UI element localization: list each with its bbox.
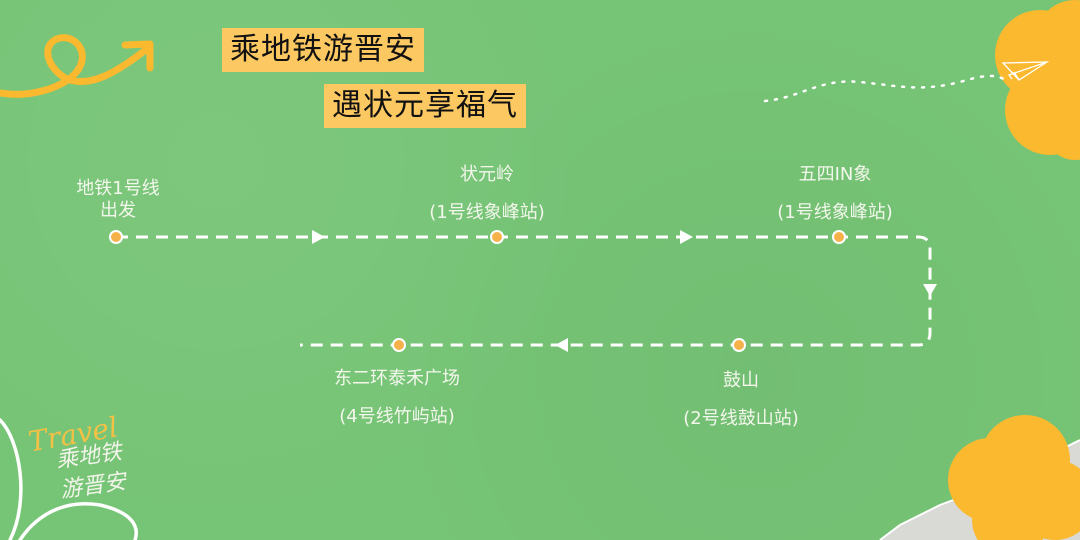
- station-dot-gushan: [732, 338, 746, 352]
- title-line-2: 遇状元享福气: [324, 84, 526, 128]
- stop-wusi-inxiang: 五四IN象 (1号线象峰站): [777, 160, 893, 224]
- stop-station: (2号线鼓山站): [683, 408, 799, 429]
- stop-station: (4号线竹屿站): [339, 406, 455, 427]
- route-line: [116, 235, 932, 347]
- start-line-name: 地铁1号线: [76, 178, 160, 199]
- orange-blob-bottom-icon: [948, 415, 1080, 540]
- stop-dongerhuan: 东二环泰禾广场 (4号线竹屿站): [334, 364, 460, 428]
- stop-name: 鼓山: [723, 370, 759, 391]
- looped-arrow-icon: [0, 34, 154, 98]
- station-dot-wusi: [832, 230, 846, 244]
- start-depart: 出发: [99, 200, 136, 221]
- stop-zhuangyuanling: 状元岭 (1号线象峰站): [429, 160, 545, 224]
- arrow-down-icon: [923, 284, 937, 296]
- dotted-flight-path: [763, 74, 1007, 103]
- stop-name: 状元岭: [460, 164, 514, 185]
- orange-blob-top-icon: [995, 0, 1080, 160]
- start-label: 地铁1号线 出发: [76, 178, 159, 222]
- paper-plane-icon: [1001, 61, 1050, 81]
- station-dot-dongerhuan: [392, 338, 406, 352]
- stop-station: (1号线象峰站): [429, 202, 545, 223]
- title-line-1: 乘地铁游晋安: [222, 28, 424, 72]
- stop-station: (1号线象峰站): [777, 202, 893, 223]
- stop-gushan: 鼓山 (2号线鼓山站): [683, 366, 799, 430]
- white-swoosh-icon: [0, 418, 138, 540]
- arrow-right-icon: [312, 230, 325, 244]
- travel-badge-text: 乘地铁 游晋安: [54, 438, 128, 507]
- station-dot-zhuangyuanling: [490, 230, 504, 244]
- station-dot-start: [109, 230, 123, 244]
- arrow-left-icon: [555, 338, 568, 352]
- stop-name: 东二环泰禾广场: [334, 368, 460, 389]
- station-dots: [109, 230, 846, 352]
- stop-name: 五四IN象: [798, 164, 872, 185]
- arrow-right-icon: [680, 230, 693, 244]
